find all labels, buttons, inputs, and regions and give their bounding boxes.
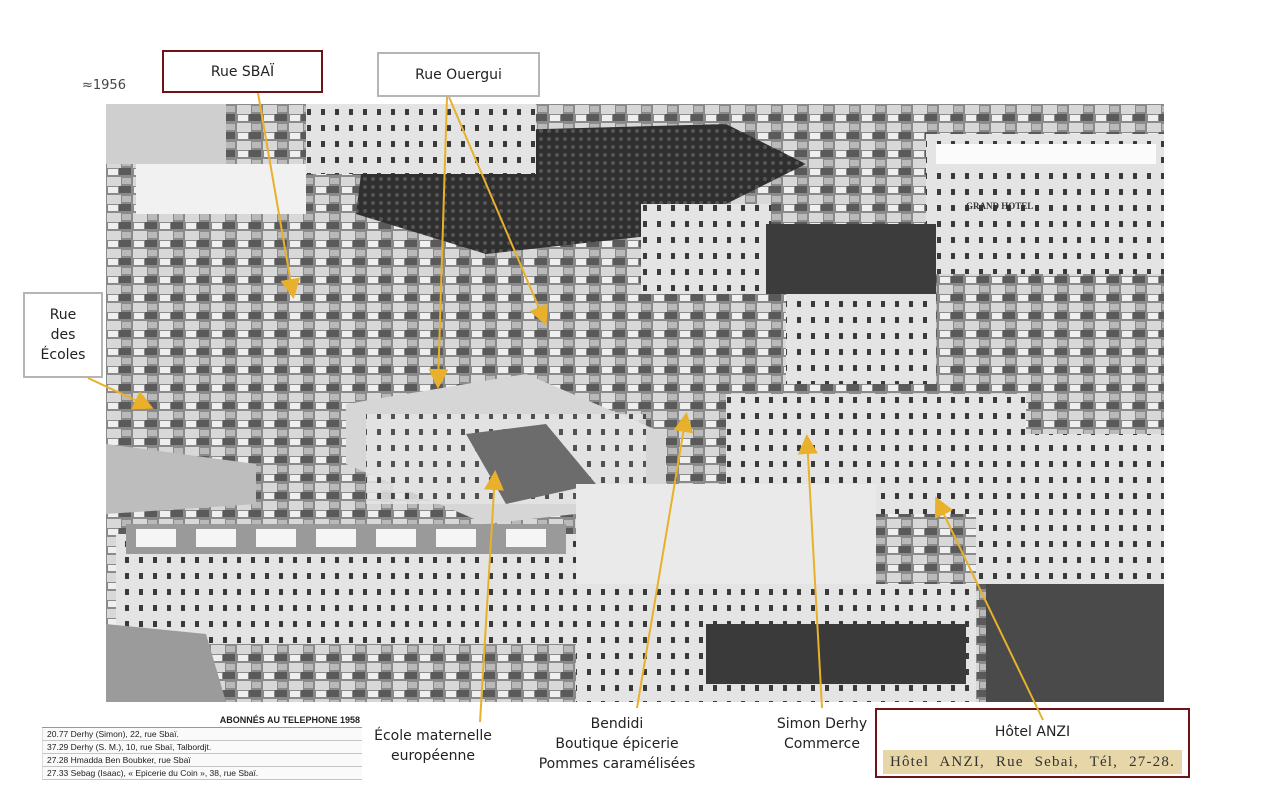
caption-ecole-line1: École maternelle bbox=[374, 728, 492, 744]
label-rue-sbai-text: Rue SBAÏ bbox=[210, 63, 275, 80]
arrow-hotel-anzi bbox=[934, 496, 1044, 721]
arrow-rue-ouergui-1 bbox=[428, 96, 449, 389]
phonebook-row: 37.29 Derhy (S. M.), 10, rue Sbaï, Talbo… bbox=[42, 741, 362, 754]
label-rue-ouergui-text: Rue Ouergui bbox=[415, 66, 502, 83]
label-rue-ouergui: Rue Ouergui bbox=[377, 52, 540, 97]
caption-simon-derhy: Simon Derhy Commerce bbox=[762, 714, 882, 754]
caption-bendidi-line3: Pommes caramélisées bbox=[538, 756, 696, 772]
caption-bendidi-line2: Boutique épicerie bbox=[555, 736, 679, 752]
arrow-ecole-maternelle bbox=[479, 470, 505, 723]
label-rue-des-ecoles: Rue des Écoles bbox=[23, 292, 103, 378]
arrow-rue-des-ecoles bbox=[87, 377, 154, 410]
phonebook-row: 27.28 Hmadda Ben Boubker, rue Sbaï bbox=[42, 754, 362, 767]
arrow-simon-derhy bbox=[797, 434, 823, 709]
photo-date: ≈1956 bbox=[82, 78, 126, 93]
phonebook-row: 27.33 Sebag (Isaac), « Epicerie du Coin … bbox=[42, 767, 362, 780]
hotel-anzi-clipping: Hôtel ANZI, Rue Sebai, Tél, 27-28. bbox=[883, 750, 1182, 774]
aerial-city-illustration: GRAND HOTEL bbox=[106, 104, 1164, 702]
caption-bendidi: Bendidi Boutique épicerie Pommes caramél… bbox=[524, 714, 710, 774]
grand-hotel-sign: GRAND HOTEL bbox=[966, 201, 1033, 211]
arrow-rue-ouergui-2 bbox=[448, 96, 548, 326]
caption-simon-line2: Commerce bbox=[784, 736, 860, 752]
phonebook-extract: ABONNÉS AU TELEPHONE 1958 20.77 Derhy (S… bbox=[42, 711, 362, 780]
label-rue-sbai: Rue SBAÏ bbox=[162, 50, 323, 93]
caption-ecole-maternelle: École maternelle européenne bbox=[360, 726, 506, 766]
hotel-anzi-title: Hôtel ANZI bbox=[994, 724, 1071, 740]
caption-bendidi-line1: Bendidi bbox=[590, 716, 644, 732]
phonebook-title: ABONNÉS AU TELEPHONE 1958 bbox=[42, 711, 362, 728]
arrow-bendidi bbox=[636, 412, 694, 709]
label-rue-des-ecoles-line1: Rue bbox=[49, 307, 77, 323]
caption-ecole-line2: européenne bbox=[391, 748, 475, 764]
label-hotel-anzi: Hôtel ANZI Hôtel ANZI, Rue Sebai, Tél, 2… bbox=[875, 708, 1190, 778]
label-rue-des-ecoles-line2: des bbox=[50, 327, 76, 343]
phonebook-row: 20.77 Derhy (Simon), 22, rue Sbaï. bbox=[42, 728, 362, 741]
label-rue-des-ecoles-line3: Écoles bbox=[40, 347, 86, 363]
caption-simon-line1: Simon Derhy bbox=[776, 716, 868, 732]
arrow-rue-sbai bbox=[257, 92, 301, 299]
aerial-photograph: GRAND HOTEL bbox=[106, 104, 1164, 702]
